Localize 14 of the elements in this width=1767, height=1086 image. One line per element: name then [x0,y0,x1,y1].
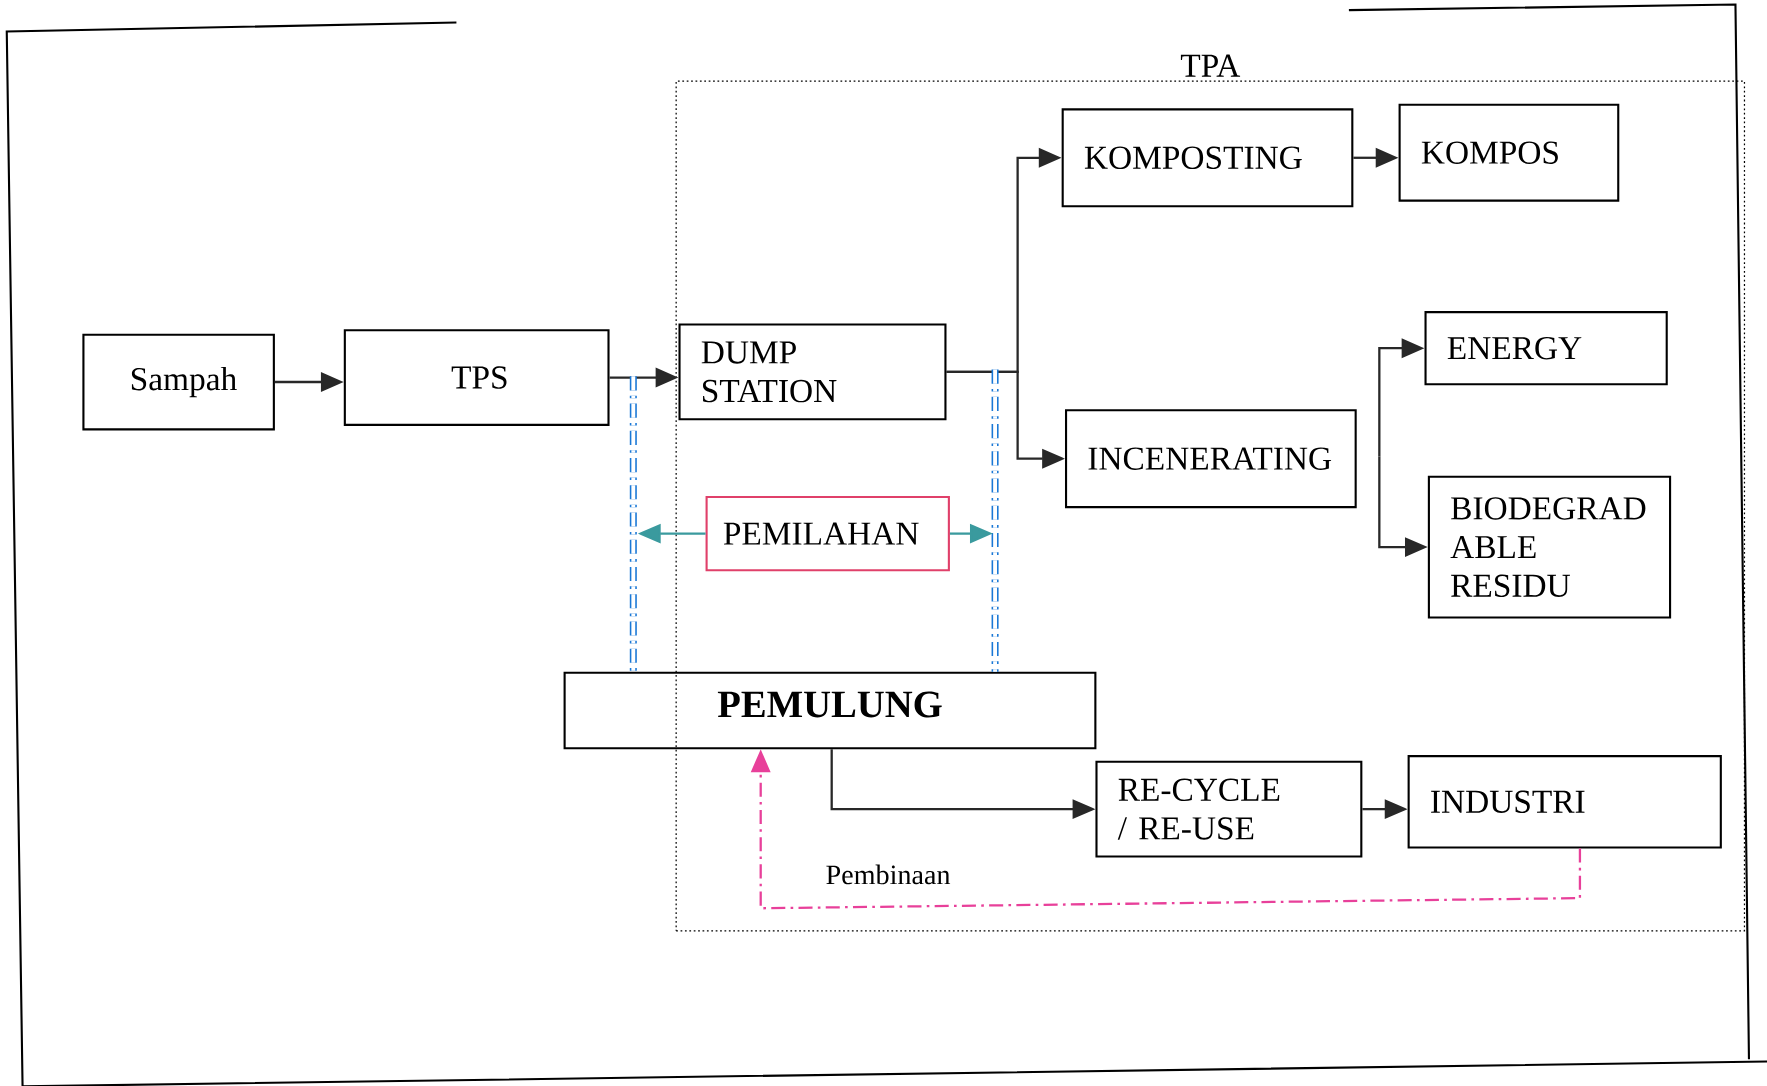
process-box: INCENERATING [1065,409,1357,508]
process-box: BIODEGRAD ABLE RESIDU [1427,475,1672,619]
process-box: Sampah [82,333,275,431]
process-box: ENERGY [1424,310,1668,386]
process-box: KOMPOS [1398,103,1620,202]
node-label: TPA [1180,54,1241,77]
process-box: PEMILAHAN [705,495,950,572]
process-box: TPS [343,328,610,426]
edge-label: Pembinaan [823,862,953,886]
process-box: RE-CYCLE / RE-USE [1095,760,1363,858]
process-box: DUMP STATION [678,323,947,421]
process-box: KOMPOSTING [1061,108,1354,208]
process-box: INDUSTRI [1407,754,1722,849]
process-box: PEMULUNG [563,671,1097,750]
